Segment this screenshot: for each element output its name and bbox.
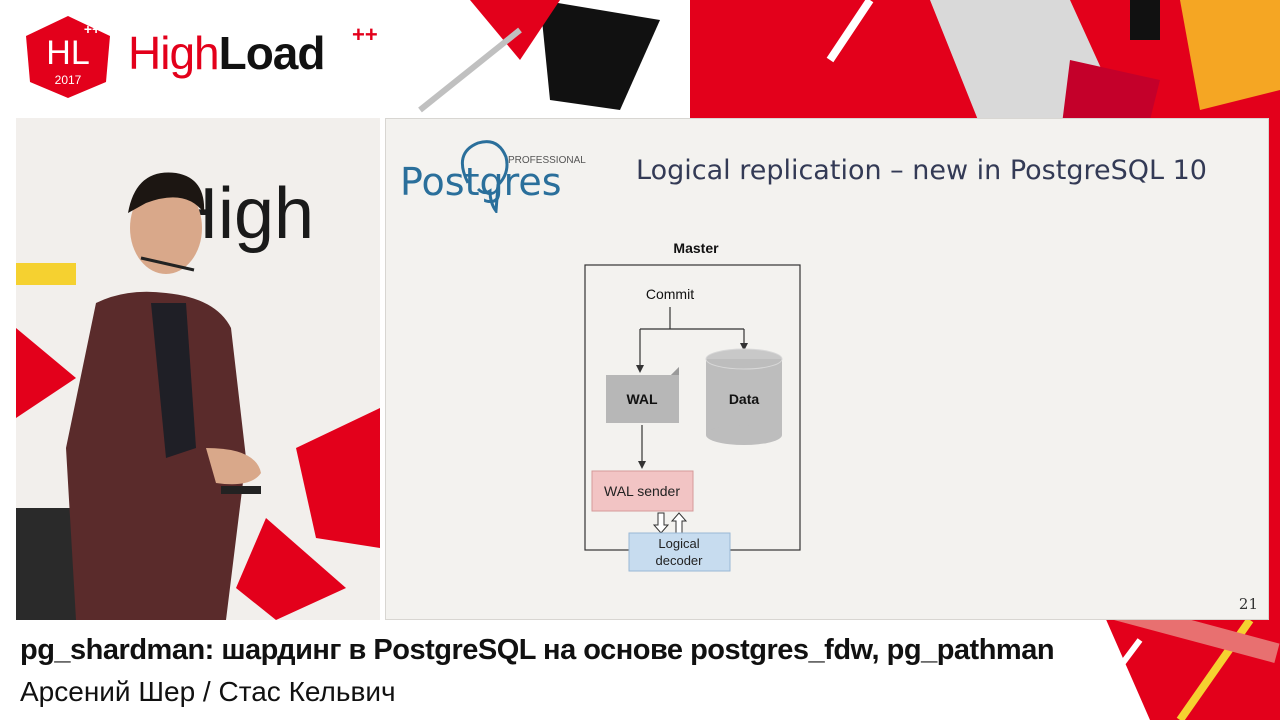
wal-sender-label: WAL sender [604,483,680,499]
wal-label: WAL [626,391,658,407]
badge-plus: ++ [84,21,100,37]
postgres-professional-logo: PROFESSIONAL Postgres [398,133,598,213]
badge-year: 2017 [55,73,82,87]
presentation-slide: PROFESSIONAL Postgres Logical replicatio… [385,118,1269,620]
slide-title: Logical replication – new in PostgreSQL … [636,155,1207,186]
data-label: Data [729,391,760,407]
wordmark-bold: Load [219,27,325,79]
speaker-video: High [16,118,380,620]
decoder-line2: decoder [656,553,704,568]
talk-title-caption: pg_shardman: шардинг в PostgreSQL на осн… [20,634,1054,667]
highload-badge-logo: HL ++ 2017 [22,14,114,100]
logo-main-text: Postgres [400,160,562,204]
highload-wordmark: HighLoad [128,26,325,80]
wordmark-plus: ++ [352,22,378,48]
speakers-caption: Арсений Шер / Стас Кельвич [20,676,396,708]
decoder-line1: Logical [658,536,699,551]
badge-text: HL [46,34,89,72]
speaker-scene: High [16,118,380,620]
master-label: Master [673,240,719,256]
commit-label: Commit [646,286,694,302]
wordmark-light: High [128,27,219,79]
slide-page-number: 21 [1239,595,1258,613]
replication-diagram: Master Commit WAL Data WAL sender Logica… [576,237,816,577]
